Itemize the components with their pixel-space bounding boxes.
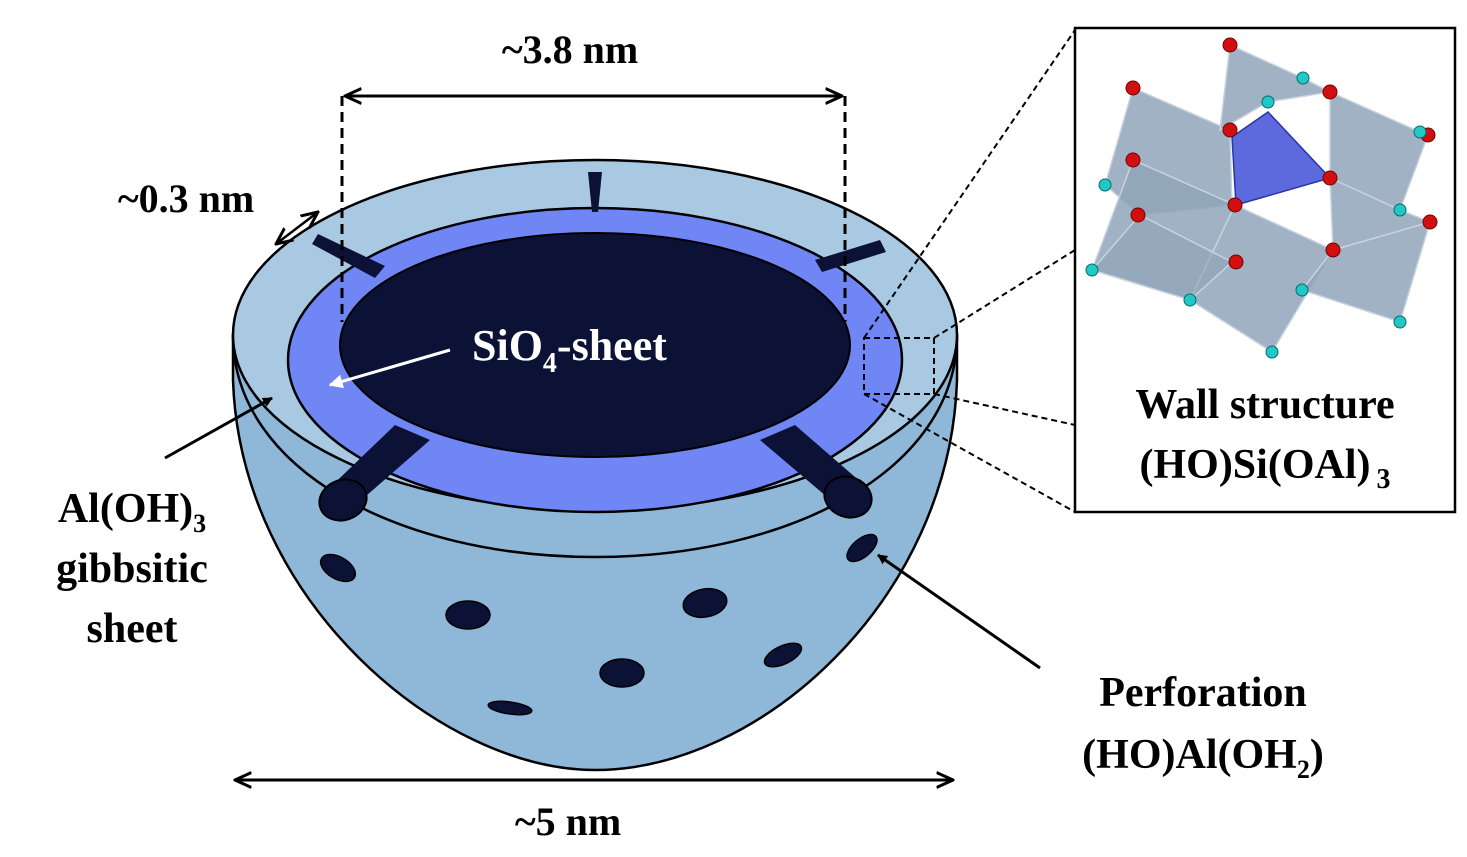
octahedra (1090, 43, 1433, 354)
perforation-hole (763, 642, 803, 668)
inner-diameter-label: ~3.8 nm (502, 27, 638, 72)
atom-cyan (1295, 283, 1309, 297)
zoom-leader (863, 29, 1076, 339)
atom-red (1322, 170, 1338, 186)
atom-red (1322, 84, 1338, 100)
silicate-pointer (328, 348, 451, 389)
atom-red (1222, 37, 1238, 53)
perforation-pointer (877, 553, 1041, 670)
gibbsite-label-line1: Al(OH)3 (58, 486, 206, 538)
rim-edge-line (231, 334, 959, 559)
octahedron (1219, 43, 1333, 132)
channel-left-upper (312, 234, 385, 278)
channel-right-upper (815, 240, 886, 272)
wall-structure-label-line1: Wall structure (1135, 382, 1394, 428)
atom-cyan (1413, 125, 1427, 139)
atom-cyan (1261, 95, 1275, 109)
oxygen-atoms (1125, 37, 1438, 270)
zoom-callout (863, 29, 1076, 513)
atom-red (1422, 214, 1438, 230)
gibbsite-callout: Al(OH)3 gibbsitic sheet (56, 396, 273, 652)
silicate-sheet-callout: SiO4-sheet (328, 321, 667, 389)
perforation-hole (682, 587, 728, 619)
atom-cyan (1393, 203, 1407, 217)
zoom-leader (933, 393, 1076, 426)
atom-cyan (1265, 345, 1279, 359)
atom-cyan (1085, 263, 1099, 277)
hydroxyl-atoms (1085, 71, 1427, 359)
outer-diameter-label: ~5 nm (515, 799, 621, 844)
perforation-callout: Perforation (HO)Al(OH2) (877, 553, 1324, 784)
perforation-hole (846, 533, 878, 563)
perforation-label-line2: (HO)Al(OH2) (1082, 732, 1324, 784)
atom-cyan (1393, 315, 1407, 329)
perforation-label-line1: Perforation (1099, 670, 1307, 716)
octahedron (1329, 90, 1429, 212)
atom-red (1227, 197, 1243, 213)
perforation-hole (445, 600, 491, 630)
inner-cavity (339, 232, 851, 458)
perforation-hole (599, 658, 645, 688)
zoom-source-box (863, 337, 935, 395)
zoom-leader (933, 249, 1076, 339)
gibbsite-pointer (164, 396, 273, 460)
zoom-leader (863, 393, 1076, 513)
perforation-hole (487, 700, 533, 716)
atom-red (1222, 122, 1238, 138)
wall-structure-inset: Wall structure (HO)Si(OAl)3 (1073, 26, 1457, 514)
wall-thickness-label: ~0.3 nm (118, 176, 254, 221)
wall-channels (312, 172, 886, 522)
atom-cyan (1296, 71, 1310, 85)
atom-red (1125, 152, 1141, 168)
atom-red (1228, 254, 1244, 270)
wall-thickness-dimension: ~0.3 nm (118, 176, 318, 244)
wall-thickness-arrow (276, 212, 318, 244)
outer-diameter-dimension: ~5 nm (235, 780, 953, 844)
channel-right-opening (823, 475, 873, 519)
atom-cyan (1098, 178, 1112, 192)
wall-structure-label-line2: (HO)Si(OAl)3 (1140, 442, 1391, 495)
atom-red (1130, 207, 1146, 223)
gibbsite-label-line3: sheet (87, 606, 178, 652)
silicate-sheet-label: SiO4-sheet (472, 321, 667, 379)
inner-diameter-dimension: ~3.8 nm (340, 27, 847, 322)
atom-red (1325, 242, 1341, 258)
channel-top (588, 172, 602, 212)
perforation-hole (319, 553, 357, 583)
perforations (319, 533, 878, 716)
gibbsite-label-line2: gibbsitic (56, 546, 208, 592)
channel-left-opening (318, 478, 368, 522)
atom-cyan (1183, 293, 1197, 307)
atom-red (1125, 80, 1141, 96)
